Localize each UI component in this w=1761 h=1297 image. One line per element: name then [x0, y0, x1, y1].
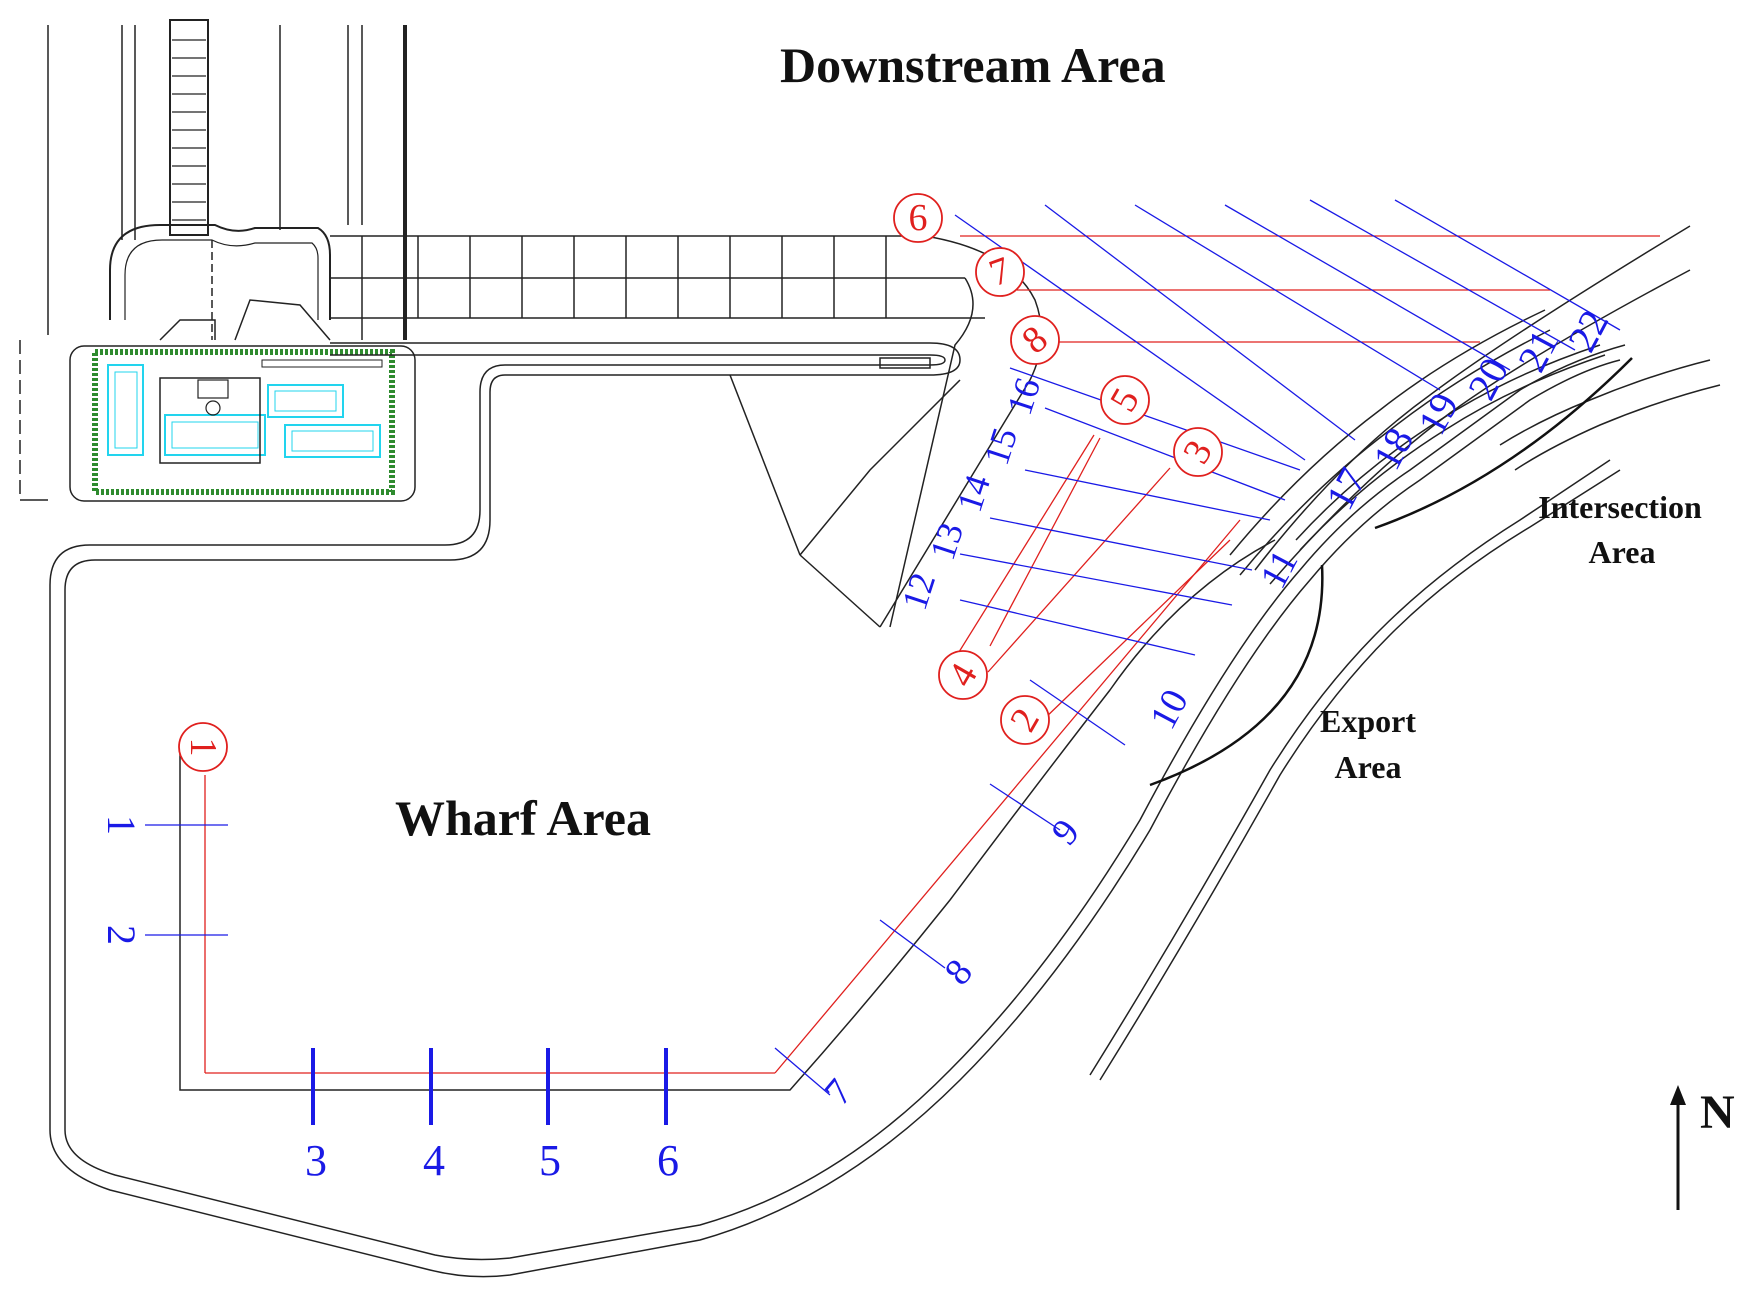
- blue-section-label: 17: [1317, 460, 1376, 516]
- intersection-area-label-line1: Intersection: [1538, 489, 1702, 525]
- blue-section-label: 9: [1044, 812, 1088, 854]
- blue-section-label: 7: [817, 1072, 861, 1114]
- blue-section-label: 14: [949, 470, 998, 517]
- blue-section-label: 16: [999, 373, 1048, 420]
- lock-structure: [19, 19, 407, 501]
- red-marker-circle: [1173, 427, 1223, 477]
- blue-section-label: 4: [423, 1136, 445, 1185]
- region-arcs: [1149, 357, 1633, 787]
- red-marker-circle: [1010, 315, 1060, 365]
- wharf-area-label: Wharf Area: [395, 790, 651, 846]
- red-marker-circle: [938, 650, 988, 700]
- blue-section-label: 15: [976, 423, 1025, 470]
- red-marker-circle: [178, 722, 228, 772]
- export-area-label-line1: Export: [1320, 703, 1416, 739]
- blue-section-label: 5: [539, 1136, 561, 1185]
- upper-channel: [49, 235, 1043, 1130]
- wharf-boundary: [49, 225, 1721, 1278]
- blue-section-label: 3: [305, 1136, 327, 1185]
- blue-section-label: 10: [1142, 683, 1197, 736]
- downstream-area-label: Downstream Area: [780, 37, 1166, 93]
- blue-section-label: 13: [922, 518, 971, 565]
- red-marker-label: 6: [909, 197, 928, 239]
- blue-section-label: 2: [99, 925, 144, 945]
- blue-section-label: 19: [1409, 385, 1468, 441]
- blue-section-label: 6: [657, 1136, 679, 1185]
- blue-section-label: 8: [937, 952, 981, 994]
- intersection-area-label-line2: Area: [1589, 534, 1656, 570]
- north-arrow: N: [1670, 1085, 1735, 1210]
- export-area-label-line2: Area: [1335, 749, 1402, 785]
- blue-section-label: 21: [1509, 322, 1568, 378]
- admin-building-block: [69, 345, 416, 502]
- blue-section-lines: [145, 199, 1621, 1125]
- red-marker-circle: [1100, 375, 1150, 425]
- red-marker-circle: [975, 247, 1025, 297]
- red-markers: [178, 193, 1223, 772]
- red-lines: [204, 235, 1660, 1074]
- north-arrow-icon: [1670, 1085, 1686, 1105]
- blue-section-label: 1: [99, 815, 144, 835]
- red-marker-circle: [1000, 695, 1050, 745]
- blue-section-numbers: 1 2 3 4 5 6 7 8 9 10 11 12 13 14 15 16 1…: [99, 302, 1617, 1185]
- red-marker-circle: [893, 193, 943, 243]
- red-marker-label: 1: [182, 738, 224, 757]
- north-label: N: [1700, 1086, 1735, 1139]
- red-marker-numbers: 1 2 3 4 5 6 7 8: [182, 197, 1221, 757]
